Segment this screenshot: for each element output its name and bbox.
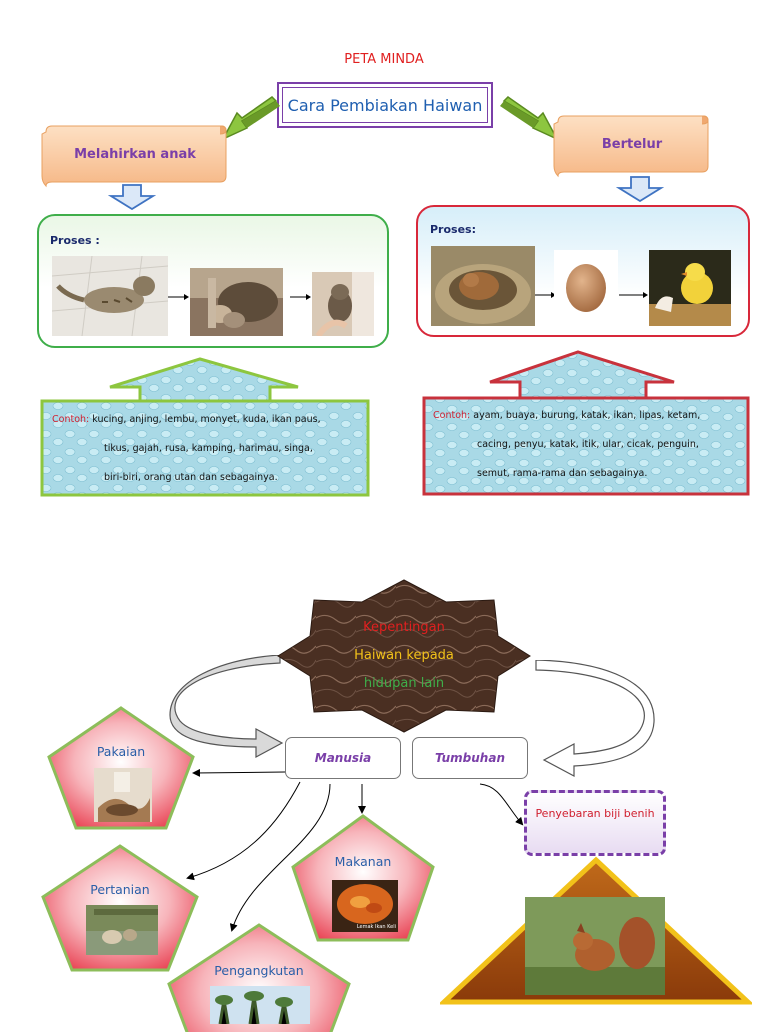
main-title-box: Cara Pembiakan Haiwan: [277, 82, 493, 128]
squirrel-photo: [525, 897, 665, 995]
hub-text: Kepentingan Haiwan kepada hidupan lain: [276, 620, 532, 700]
arrow-icon: [535, 292, 556, 298]
chick-photo: [649, 250, 731, 326]
proses-label-left: Proses :: [50, 234, 100, 247]
contoh-line-3: biri-biri, orang utan dan sebagainya.: [104, 472, 278, 483]
peta-minda-heading: PETA MINDA: [344, 52, 424, 67]
mother-cat-kittens-photo: [190, 268, 283, 336]
blue-down-arrow-icon: [616, 176, 664, 202]
penyebaran-box: Penyebaran biji benih: [524, 790, 666, 856]
green-3d-arrow-icon: [221, 96, 280, 141]
curved-arrow-icon: [535, 660, 655, 777]
contoh-box-left-shape: [40, 357, 370, 497]
manusia-box: Manusia: [285, 737, 401, 779]
pakaian-photo: [94, 768, 152, 822]
hen-in-nest-photo: [431, 246, 535, 326]
arrow-icon: [619, 292, 648, 298]
kitten-photo: [312, 272, 374, 336]
pengangkutan-label: Pengangkutan: [214, 963, 304, 978]
proses-label-right: Proses:: [430, 223, 476, 236]
pakaian-label: Pakaian: [96, 744, 146, 759]
arrow-icon: [290, 294, 311, 300]
curved-arrow-icon: [169, 655, 284, 759]
arrow-icon: [168, 294, 189, 300]
contoh-line-2: tikus, gajah, rusa, kamping, harimau, si…: [104, 443, 313, 454]
cat-photo: [52, 256, 168, 336]
egg-photo: [554, 250, 618, 326]
contoh-line-3: semut, rama-rama dan sebagainya.: [477, 468, 648, 479]
contoh-line-2: cacing, penyu, katak, itik, ular, cicak,…: [477, 439, 699, 450]
contoh-line-1: kucing, anjing, lembu, monyet, kuda, ika…: [92, 414, 321, 425]
makanan-pentagon: [291, 814, 435, 942]
green-3d-arrow-icon: [500, 96, 559, 141]
tumbuhan-label: Tumbuhan: [434, 751, 505, 765]
contoh-text-left: Contoh: kucing, anjing, lembu, monyet, k…: [52, 405, 356, 492]
connector-lines: [186, 768, 524, 932]
hub-line-3: hidupan lain: [363, 676, 445, 691]
melahirkan-anak-label: Melahirkan anak: [74, 146, 196, 162]
penyebaran-label: Penyebaran biji benih: [535, 807, 655, 820]
contoh-label-left: Contoh:: [52, 414, 90, 425]
contoh-text-right: Contoh: ayam, buaya, burung, katak, ikan…: [433, 401, 739, 488]
makanan-photo: Lemak Ikan Keli: [332, 880, 398, 932]
hub-line-1: Kepentingan: [363, 620, 445, 635]
contoh-label-right: Contoh:: [433, 410, 471, 421]
pengangkutan-photo: [210, 986, 310, 1024]
contoh-line-1: ayam, buaya, burung, katak, ikan, lipas,…: [473, 410, 701, 421]
main-title-text: Cara Pembiakan Haiwan: [287, 95, 483, 115]
scroll-banner-shape: [41, 125, 227, 188]
makanan-label: Makanan: [334, 854, 392, 869]
contoh-box-right-shape: [422, 350, 750, 496]
pertanian-label: Pertanian: [90, 882, 150, 897]
tumbuhan-box: Tumbuhan: [412, 737, 528, 779]
manusia-label: Manusia: [314, 751, 372, 765]
bertelur-label: Bertelur: [601, 136, 663, 152]
blue-down-arrow-icon: [108, 184, 156, 210]
hub-line-2: Haiwan kepada: [354, 648, 454, 663]
scroll-banner-shape: [553, 115, 709, 178]
pertanian-photo: [86, 905, 158, 955]
makanan-caption: Lemak Ikan Keli: [356, 924, 396, 930]
star-hub-shape: [277, 579, 531, 733]
